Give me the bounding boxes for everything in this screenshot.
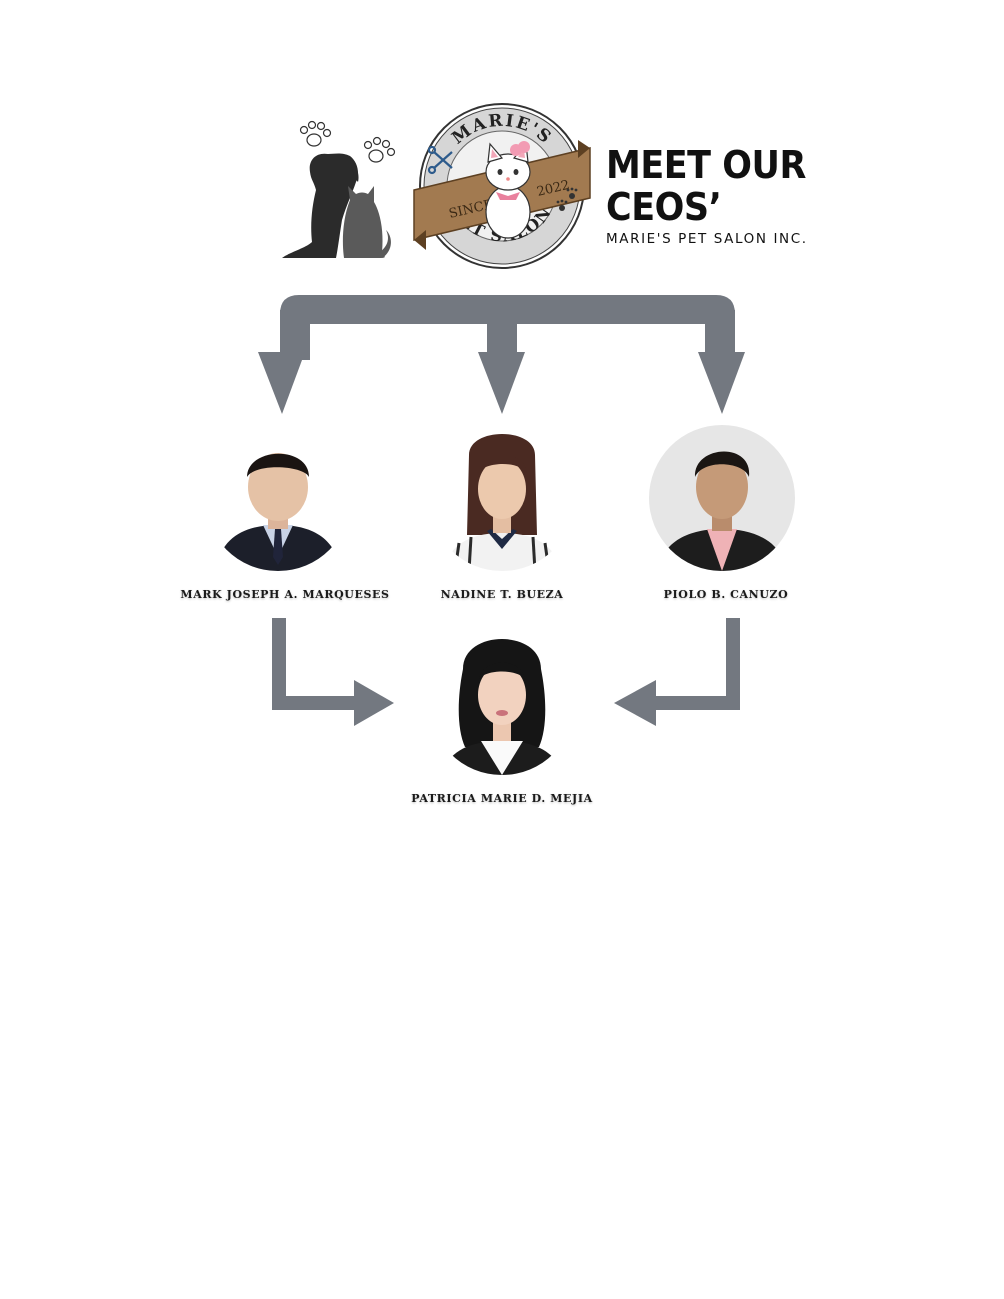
avatar-piolo — [649, 425, 795, 571]
logo-year: 2022 — [536, 178, 572, 200]
paw-prints-icon — [556, 187, 578, 211]
scissors-icon — [427, 145, 453, 175]
dog-cat-silhouette-icon — [276, 120, 404, 265]
person-name-nadine: NADINE T. BUEZA — [440, 588, 564, 601]
person-name-patricia: PATRICIA MARIE D. MEJIA — [411, 792, 593, 805]
avatar-nadine — [429, 425, 575, 571]
marie-pet-salon-logo: MARIE'S PET SALON SINCE 2022 — [412, 100, 592, 272]
cat-mascot-icon — [485, 141, 531, 239]
person-name-mark: MARK JOSEPH A. MARQUESES — [180, 588, 390, 601]
person-name-piolo: PIOLO B. CANUZO — [663, 588, 789, 601]
company-name: MARIE'S PET SALON INC. — [606, 231, 808, 247]
arrow-mark-to-patricia — [266, 614, 400, 734]
avatar-patricia — [429, 629, 575, 775]
avatar-mark-joseph — [205, 425, 351, 571]
arrow-to-mark — [258, 352, 305, 414]
arrow-piolo-to-patricia — [608, 614, 748, 734]
page-title: MEET OUR CEOS’ — [606, 143, 806, 229]
arrow-to-nadine — [478, 352, 525, 414]
top-branch-arrows — [250, 290, 760, 420]
arrow-to-piolo — [698, 352, 745, 414]
